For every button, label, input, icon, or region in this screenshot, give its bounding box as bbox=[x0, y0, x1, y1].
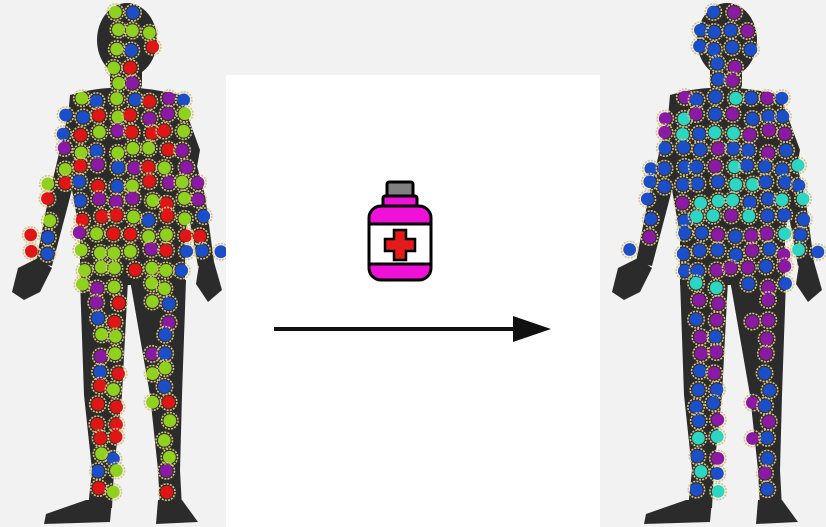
right-foot-shape bbox=[756, 500, 798, 524]
left-foot-shape bbox=[644, 500, 712, 524]
left-foot-shape bbox=[44, 500, 112, 524]
right-foot-shape bbox=[156, 500, 198, 524]
medicine-bottle-icon bbox=[355, 180, 445, 284]
human-figure-before bbox=[0, 0, 226, 527]
left-hand-shape bbox=[12, 258, 52, 300]
right-hand-shape bbox=[196, 258, 222, 302]
cell-blue bbox=[213, 243, 226, 259]
right-hand-shape bbox=[796, 258, 822, 302]
cell-blue bbox=[621, 241, 637, 257]
bottle-cap bbox=[387, 182, 413, 196]
cell-blue bbox=[810, 244, 826, 260]
center-panel bbox=[226, 75, 600, 527]
left-hand-shape bbox=[612, 258, 652, 300]
cell-red bbox=[22, 227, 38, 243]
human-figure-after bbox=[600, 0, 826, 527]
right-arrow-icon bbox=[270, 310, 555, 350]
